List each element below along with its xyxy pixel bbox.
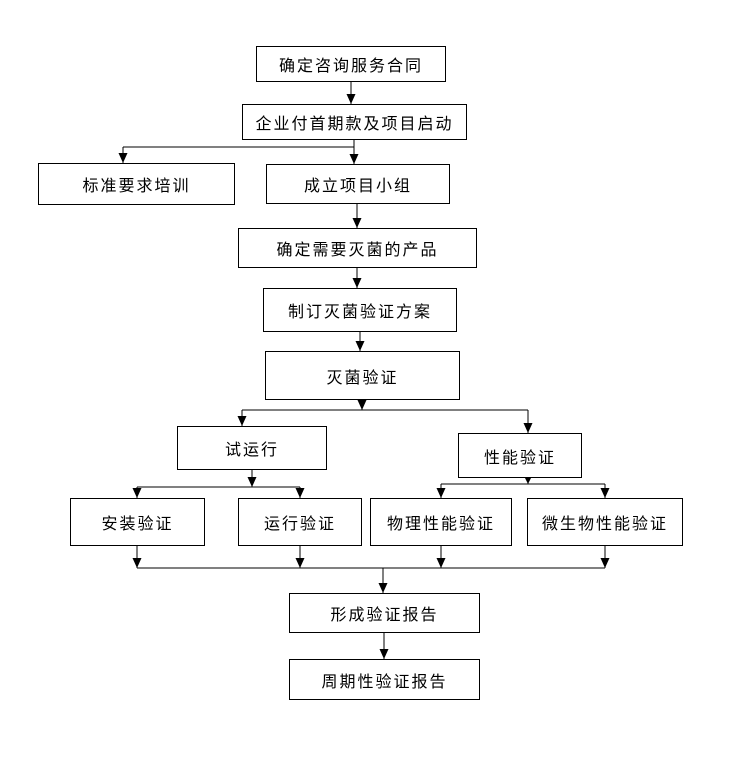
flow-node-performance-label: 性能验证	[483, 449, 556, 467]
flow-node-plan-label: 制订灭菌验证方案	[287, 304, 432, 321]
flow-node-operation: 运行验证	[238, 498, 362, 546]
flow-node-team: 成立项目小组	[266, 164, 450, 204]
flow-node-physical-label: 物理性能验证	[386, 516, 495, 533]
flow-node-plan: 制订灭菌验证方案	[263, 288, 457, 332]
flow-node-products-label: 确定需要灭菌的产品	[276, 242, 439, 259]
flow-node-microbial: 微生物性能验证	[527, 498, 683, 546]
flow-node-physical: 物理性能验证	[370, 498, 512, 546]
flow-node-install-label: 安装验证	[101, 516, 174, 533]
flow-node-payment-label: 企业付首期款及项目启动	[255, 116, 454, 133]
flow-node-training-label: 标准要求培训	[82, 178, 191, 195]
flow-node-periodic: 周期性验证报告	[289, 659, 480, 700]
flow-node-products: 确定需要灭菌的产品	[238, 228, 477, 268]
flow-node-trial-label: 试运行	[224, 442, 279, 459]
flow-node-performance: 性能验证	[458, 433, 582, 478]
flow-node-training: 标准要求培训	[38, 163, 235, 205]
flow-node-operation-label: 运行验证	[263, 516, 336, 533]
flow-node-contract: 确定咨询服务合同	[256, 46, 446, 82]
flow-node-microbial-label: 微生物性能验证	[541, 516, 668, 533]
flow-node-team-label: 成立项目小组	[303, 178, 412, 195]
flow-node-contract-label: 确定咨询服务合同	[278, 58, 423, 75]
flow-node-report-label: 形成验证报告	[330, 607, 439, 624]
flow-node-periodic-label: 周期性验证报告	[321, 673, 448, 691]
flow-node-install: 安装验证	[70, 498, 205, 546]
flow-node-validation: 灭菌验证	[265, 351, 460, 400]
flow-node-validation-label: 灭菌验证	[326, 369, 399, 387]
flow-node-report: 形成验证报告	[289, 593, 480, 633]
flow-node-trial: 试运行	[177, 426, 327, 470]
flow-arrowheads	[118, 94, 610, 659]
flow-node-payment: 企业付首期款及项目启动	[242, 104, 467, 140]
